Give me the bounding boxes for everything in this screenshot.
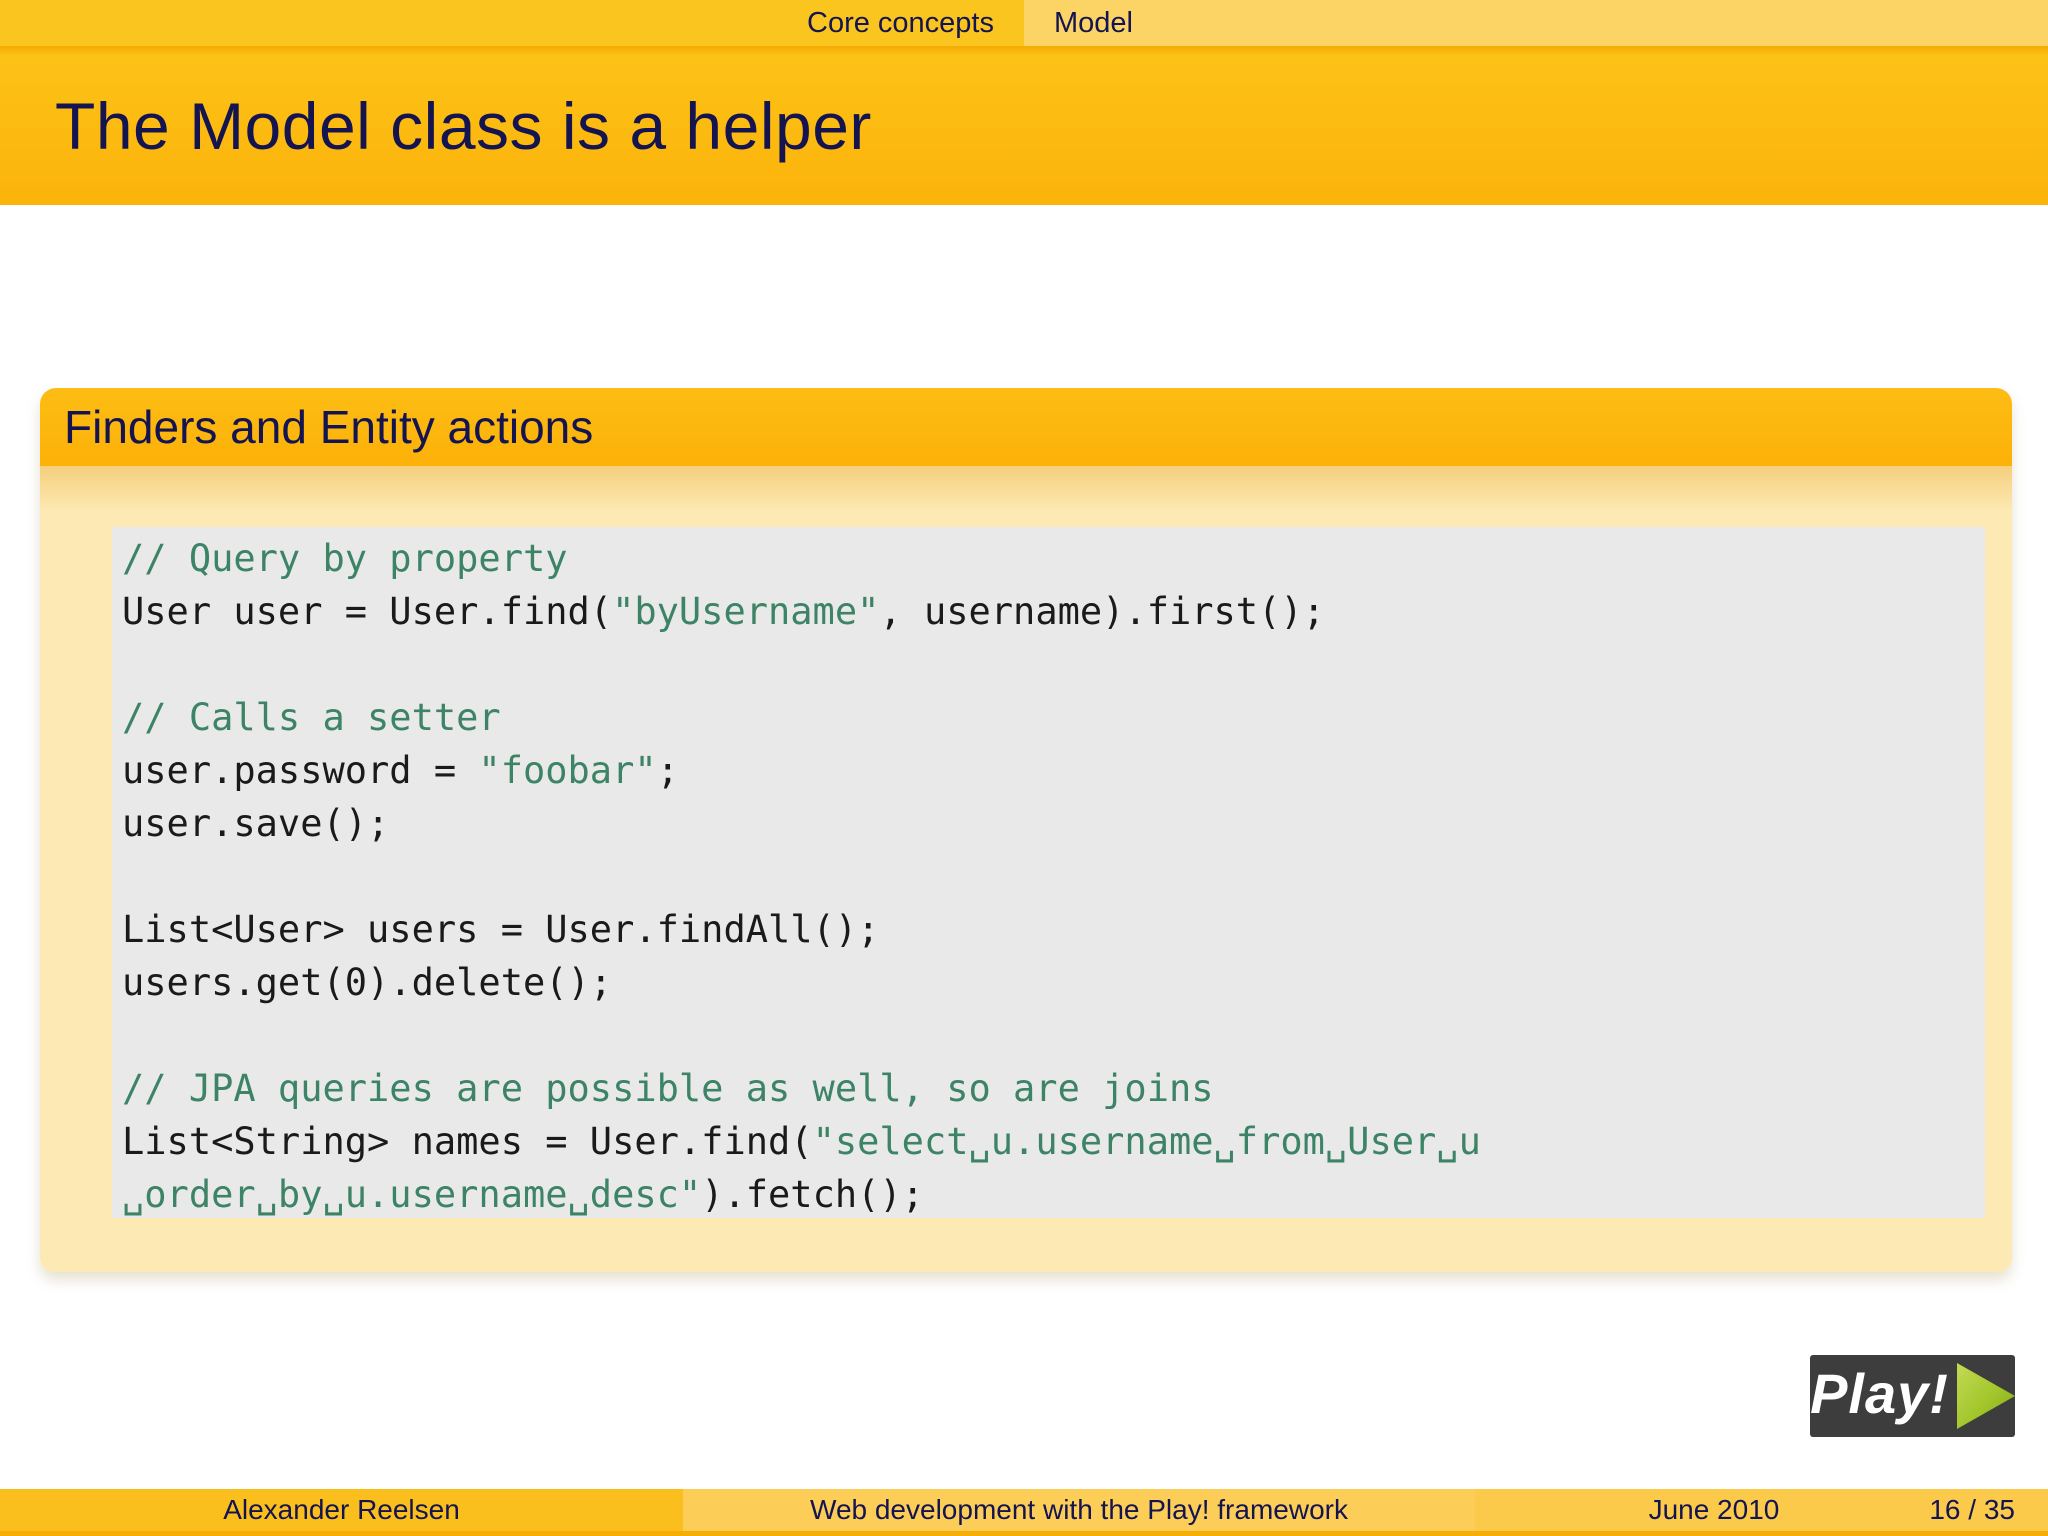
footer-date-page-box: June 2010 16 / 35 [1475, 1489, 2048, 1531]
code-token-string: "byUsername" [612, 590, 880, 633]
footer-slide-number: 16 / 35 [1929, 1494, 2015, 1525]
footer-title-box: Web development with the Play! framework [683, 1489, 1475, 1531]
code-line: user.save(); [122, 797, 1985, 850]
code-token-comment: // Calls a setter [122, 696, 501, 739]
code-token-plain: user.save(); [122, 802, 390, 845]
code-token-plain: List<User> users = User.findAll(); [122, 908, 880, 951]
section-name: Core concepts [807, 6, 994, 39]
footer-date: June 2010 [1648, 1494, 1780, 1525]
footer-author-box: Alexander Reelsen [0, 1489, 683, 1531]
code-line [122, 850, 1985, 903]
code-line: List<String> names = User.find("select␣u… [122, 1115, 1985, 1168]
subsection-name: Model [1054, 6, 1133, 39]
code-token-string: "select␣u.username␣from␣User␣u [812, 1120, 1481, 1163]
footer-author: Alexander Reelsen [223, 1494, 460, 1525]
frame-title-bar: The Model class is a helper [0, 46, 2048, 205]
code-token-plain: User user = User.find( [122, 590, 613, 633]
code-token-string: "foobar" [478, 749, 657, 792]
footer-presentation-title: Web development with the Play! framework [810, 1494, 1348, 1525]
code-line: // Query by property [122, 532, 1985, 585]
code-line [122, 1009, 1985, 1062]
code-line: ␣order␣by␣u.username␣desc").fetch(); [122, 1168, 1985, 1221]
code-token-plain: user.password = [122, 749, 479, 792]
frame-title: The Model class is a helper [55, 88, 872, 163]
code-token-plain: ).fetch(); [701, 1173, 924, 1216]
code-line: user.password = "foobar"; [122, 744, 1985, 797]
play-logo-text: Play! [1810, 1361, 1949, 1425]
block-title-bar: Finders and Entity actions [40, 388, 2012, 466]
code-line: // JPA queries are possible as well, so … [122, 1062, 1985, 1115]
header-section-right: Model [1024, 0, 2048, 46]
footer-bar: Alexander Reelsen Web development with t… [0, 1489, 2048, 1531]
content-block: Finders and Entity actions // Query by p… [40, 388, 2012, 1272]
play-triangle-icon [1956, 1363, 2015, 1429]
bottom-accent-strip [0, 1531, 2048, 1536]
code-token-plain: users.get(0).delete(); [122, 961, 613, 1004]
code-token-plain: , username).first(); [879, 590, 1325, 633]
code-line: User user = User.find("byUsername", user… [122, 585, 1985, 638]
code-token-comment: // Query by property [122, 537, 568, 580]
code-token-plain: ; [656, 749, 679, 792]
code-line [122, 638, 1985, 691]
code-token-string: ␣order␣by␣u.username␣desc" [122, 1173, 702, 1216]
header-navigation-bar: Core concepts Model [0, 0, 2048, 46]
play-framework-logo: Play! [1810, 1355, 2015, 1437]
header-section-left: Core concepts [0, 0, 1024, 46]
code-line: List<User> users = User.findAll(); [122, 903, 1985, 956]
block-title: Finders and Entity actions [64, 401, 594, 453]
code-line: // Calls a setter [122, 691, 1985, 744]
code-line: users.get(0).delete(); [122, 956, 1985, 1009]
code-token-comment: // JPA queries are possible as well, so … [122, 1067, 1214, 1110]
code-token-plain: List<String> names = User.find( [122, 1120, 813, 1163]
